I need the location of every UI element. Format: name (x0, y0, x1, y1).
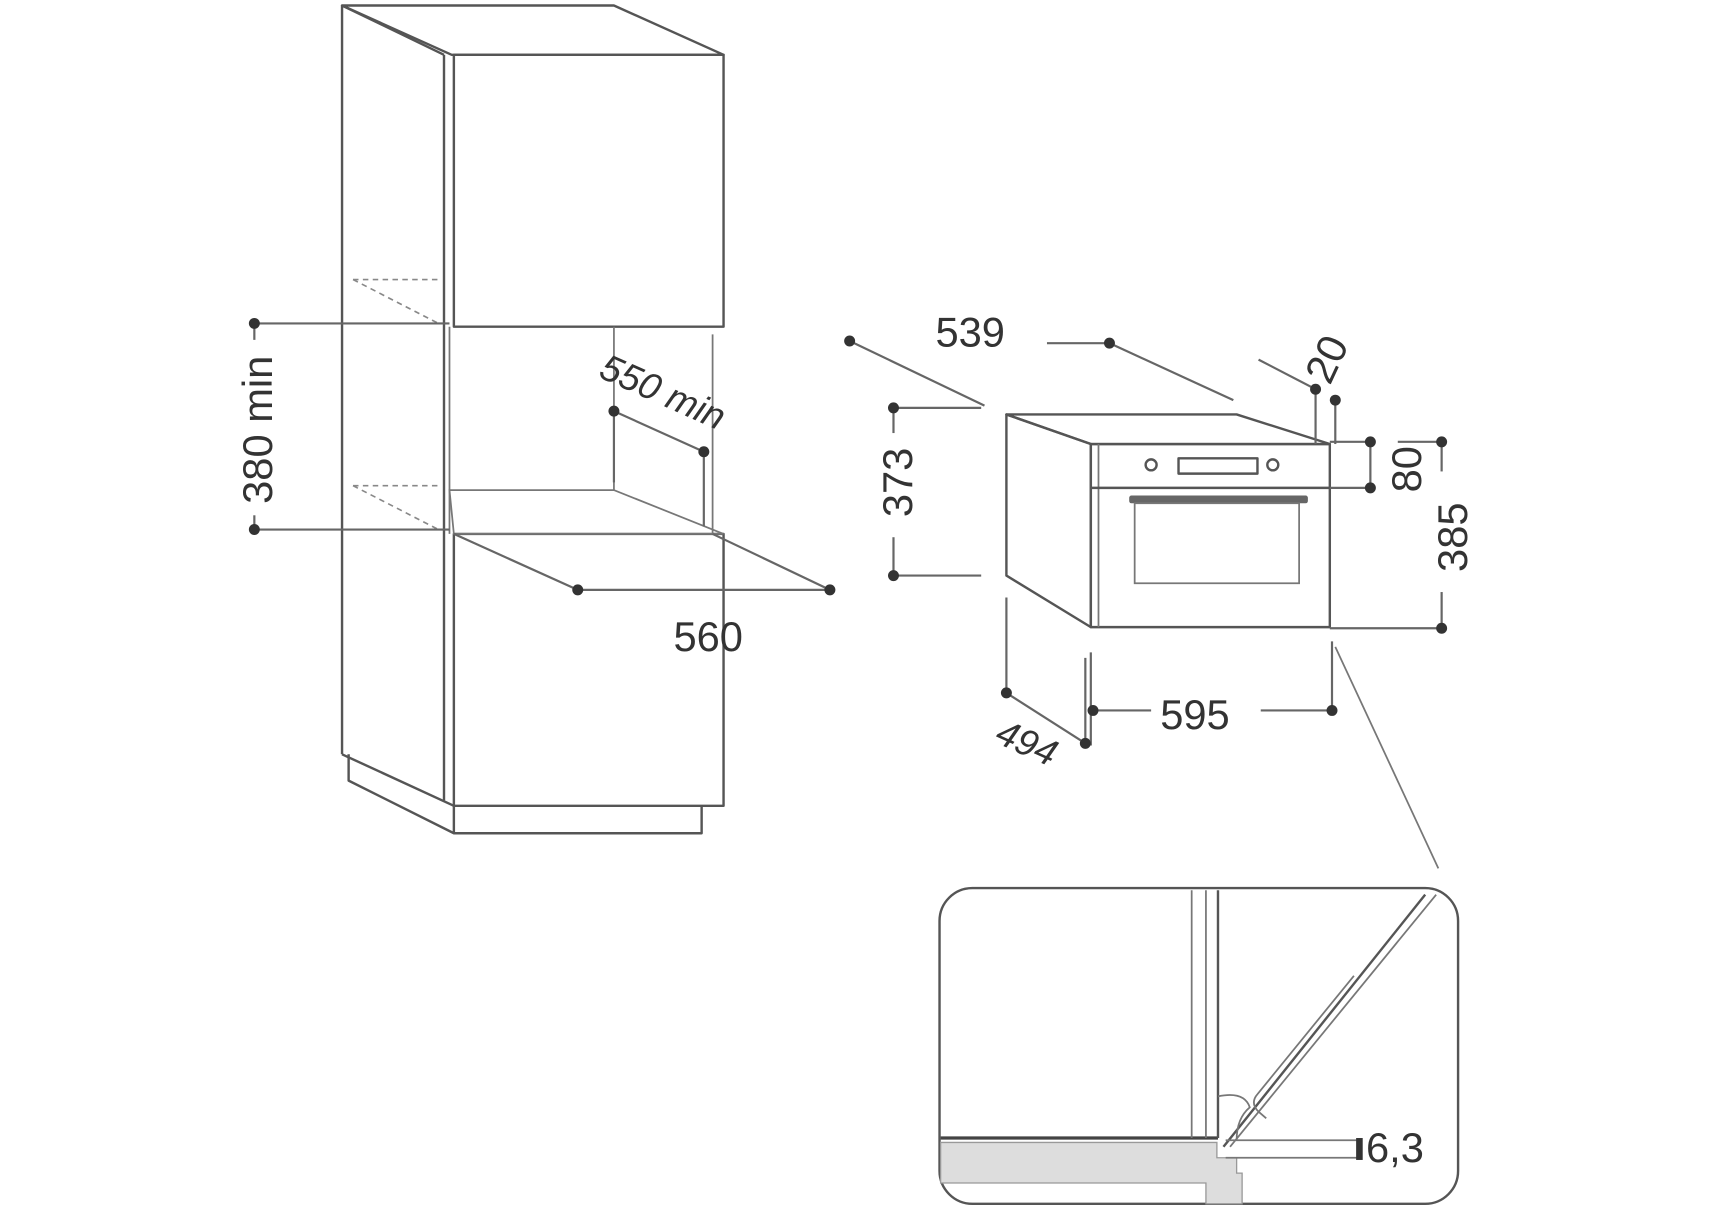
oven-front (1089, 442, 1332, 629)
label-20: 20 (1295, 328, 1357, 390)
niche-floor (448, 489, 724, 535)
hinge-detail-inset: 6,3 (938, 886, 1460, 1206)
door-window (1133, 502, 1300, 585)
cabinet-column (340, 4, 725, 835)
label-595: 595 (1160, 691, 1230, 738)
label-80: 80 (1383, 446, 1430, 492)
oven-top (1005, 413, 1332, 446)
dimension-80: 80 (1329, 436, 1430, 494)
dimension-380-min: 380 min (234, 317, 450, 536)
dimension-550-min: 550 min (594, 345, 732, 527)
cabinet-top (340, 4, 725, 57)
oven-side (1005, 413, 1093, 629)
label-373: 373 (874, 448, 921, 518)
floor-section (939, 1141, 1243, 1205)
upper-cabinet-door (452, 53, 725, 328)
label-539: 539 (935, 308, 1005, 355)
detail-leader-line (1334, 646, 1440, 869)
dimension-539: 539 (844, 308, 1234, 407)
label-385: 385 (1429, 502, 1476, 572)
dimension-373: 373 (874, 402, 982, 582)
knob-icon (1266, 458, 1280, 472)
dimension-385: 385 (1329, 436, 1476, 634)
dimension-595: 595 (1084, 641, 1338, 746)
door-handle (1129, 495, 1308, 504)
door-panel-edge (1222, 893, 1427, 1148)
label-494: 494 (990, 711, 1064, 775)
display-panel (1177, 457, 1259, 475)
dimension-494: 494 (990, 597, 1091, 775)
label-6-3: 6,3 (1366, 1124, 1424, 1171)
label-560: 560 (673, 613, 743, 660)
dimension-560: 560 (453, 532, 836, 660)
lower-cabinet-door (452, 532, 725, 808)
label-380-min: 380 min (234, 356, 281, 504)
knob-icon (1144, 458, 1158, 472)
oven (1005, 413, 1332, 629)
